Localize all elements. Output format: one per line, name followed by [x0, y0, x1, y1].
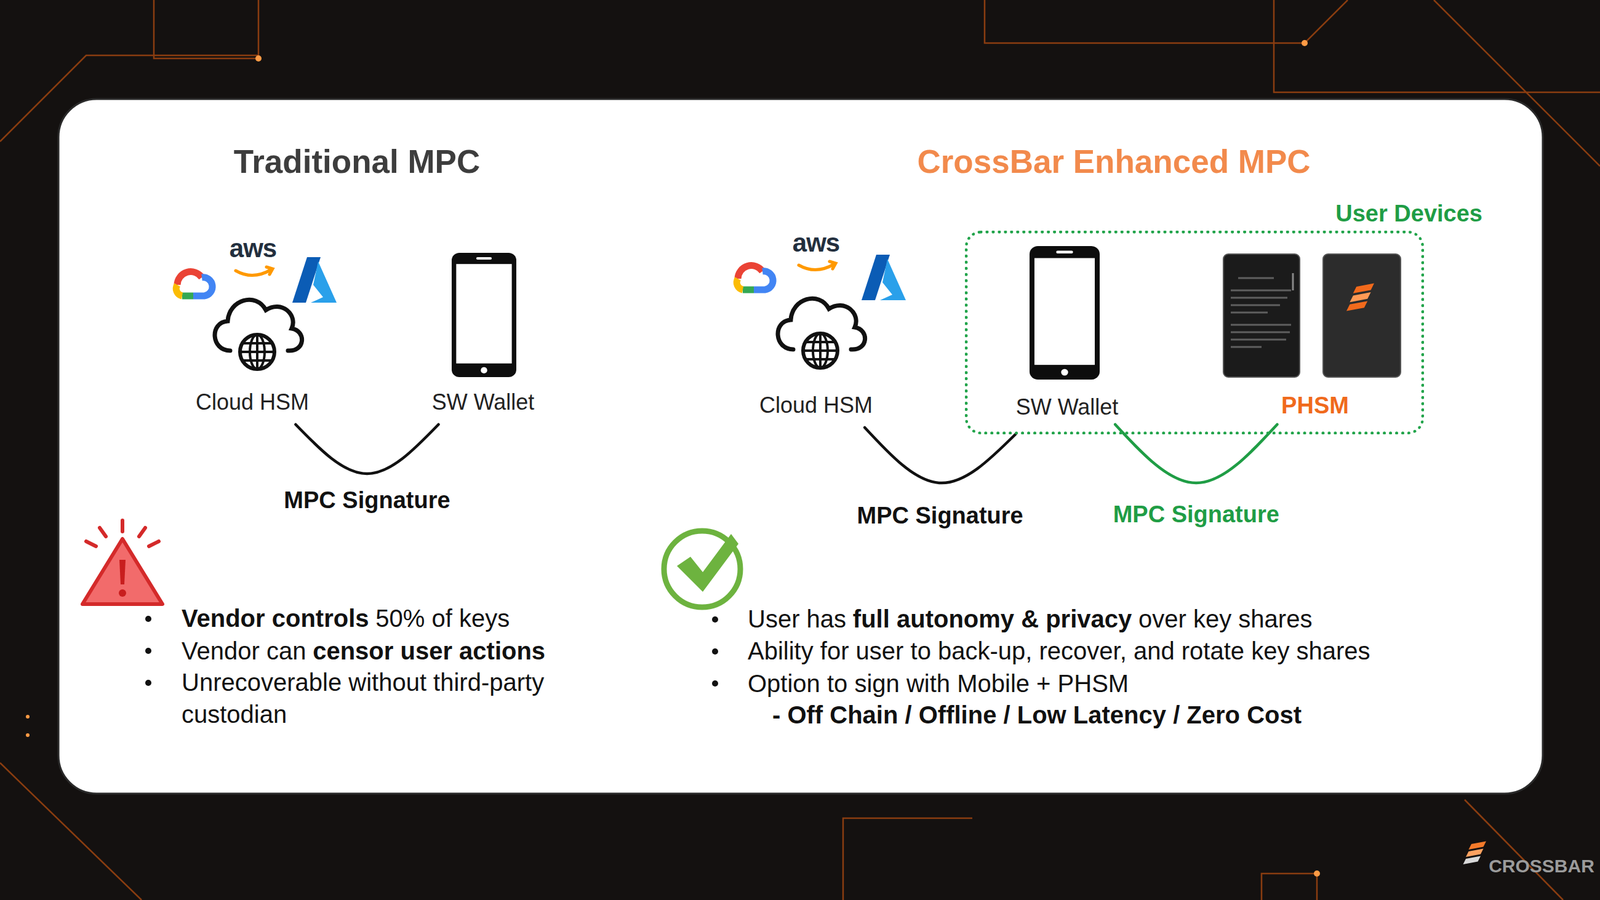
bullet-text: Vendor can [181, 637, 306, 665]
brand-name: CROSSBAR [1488, 856, 1595, 877]
bullet-line: Vendor cancensor user actions [181, 635, 736, 668]
edge-label: MPC Signature [853, 502, 1028, 531]
cloud-hsm-icon [777, 298, 866, 368]
phsm-card-logo [1323, 254, 1401, 378]
check-mark [676, 534, 739, 592]
device-node: PHSM [1220, 246, 1410, 425]
warning-rays [86, 520, 159, 547]
azure-logo [292, 257, 337, 303]
warning-triangle [82, 539, 163, 605]
bullet-dot [712, 616, 719, 623]
bullet-dot [145, 680, 152, 687]
bullet-text: censor user actions [312, 637, 546, 665]
signature-arc [295, 424, 439, 474]
device-group: User DevicesSW WalletPHSM [964, 230, 1424, 435]
bullet-text: full autonomy & privacy [852, 605, 1132, 633]
check-icon [664, 531, 741, 608]
device-node: SW Wallet [1008, 246, 1127, 425]
device-node: SW Wallet [424, 240, 543, 425]
node-label: PHSM [1281, 392, 1349, 420]
aws-logo-text: aws [792, 228, 840, 258]
bullet-line: Option to sign with Mobile + PHSM [747, 667, 1539, 700]
warning-bang [119, 560, 126, 585]
card-screen-lines [1230, 273, 1293, 348]
bullet-text: Ability for user to back-up, recover, an… [747, 637, 1371, 665]
phone-icon [1029, 246, 1100, 380]
mark-part [1353, 283, 1375, 294]
device-node: Cloud HSM [184, 240, 320, 425]
card-logo [1346, 283, 1375, 312]
circuit-line [153, 0, 259, 59]
node-label: SW Wallet [432, 389, 535, 415]
bullet-dot [145, 648, 152, 655]
edge-label: MPC Signature [280, 486, 454, 516]
warning-icon [82, 520, 163, 605]
bullet-text: Vendor controls [181, 604, 370, 632]
bullet-text: 50% of keys [375, 604, 510, 632]
circuit-line [984, 0, 1348, 44]
brand-mark [1463, 841, 1487, 866]
phsm-card-display [1223, 254, 1300, 378]
bullet-text: Option to sign with Mobile + PHSM [747, 670, 1129, 698]
column-title: CrossBar Enhanced MPC [916, 142, 1311, 181]
bullet-dot [145, 616, 152, 623]
mark-part [1349, 292, 1371, 303]
group-heading: User Devices [1335, 200, 1483, 228]
google-cloud-logo [176, 272, 213, 296]
column-title: Traditional MPC [233, 142, 480, 181]
bullet-text: Unrecoverable without third-party custod… [181, 668, 544, 728]
glow-dot [25, 715, 30, 719]
card-text-lines [1230, 278, 1292, 348]
aws-smile [235, 267, 273, 276]
circuit-line [1273, 0, 1600, 93]
glow-dot [1301, 40, 1308, 47]
edge-label: MPC Signature [1109, 500, 1284, 530]
mark-part [1346, 300, 1368, 311]
warning-dot [118, 589, 127, 597]
bullet-dot [712, 680, 719, 687]
bullet-text: over key shares [1138, 605, 1312, 633]
bullet-text: User has [747, 605, 847, 633]
bullet-line: - Off Chain / Offline / Low Latency / Ze… [772, 699, 1536, 732]
card-scroll [1292, 273, 1295, 291]
phone-icon [451, 252, 517, 378]
signature-arc [864, 427, 1016, 484]
circuit-line [843, 818, 973, 900]
card-body [1223, 254, 1300, 378]
bullet-line: Ability for user to back-up, recover, an… [747, 635, 1539, 668]
aws-smile [798, 261, 836, 271]
device-node: Cloud HSM [748, 243, 884, 428]
bullet-dot [712, 648, 719, 655]
glow-dot [25, 733, 30, 738]
glow-dot [255, 55, 262, 62]
main-panel [58, 99, 1543, 794]
card-body [1323, 254, 1401, 378]
node-label: Cloud HSM [195, 389, 309, 415]
bullet-text: - Off Chain / Offline / Low Latency / Ze… [772, 701, 1302, 729]
glow-dot [1313, 870, 1320, 877]
node-label: SW Wallet [1016, 394, 1119, 420]
circuit-line [1261, 873, 1317, 900]
check-circle [664, 531, 741, 608]
google-cloud-logo [736, 265, 773, 290]
bullet-line: Vendor controls50% of keys [181, 602, 736, 635]
cloud-hsm-icon [214, 299, 303, 370]
bullet-line: Unrecoverable without third-party custod… [181, 666, 576, 731]
aws-logo-text: aws [229, 233, 277, 264]
node-label: Cloud HSM [759, 392, 873, 418]
bullet-line: User hasfull autonomy & privacyover key … [747, 603, 1539, 636]
azure-logo [861, 254, 906, 301]
